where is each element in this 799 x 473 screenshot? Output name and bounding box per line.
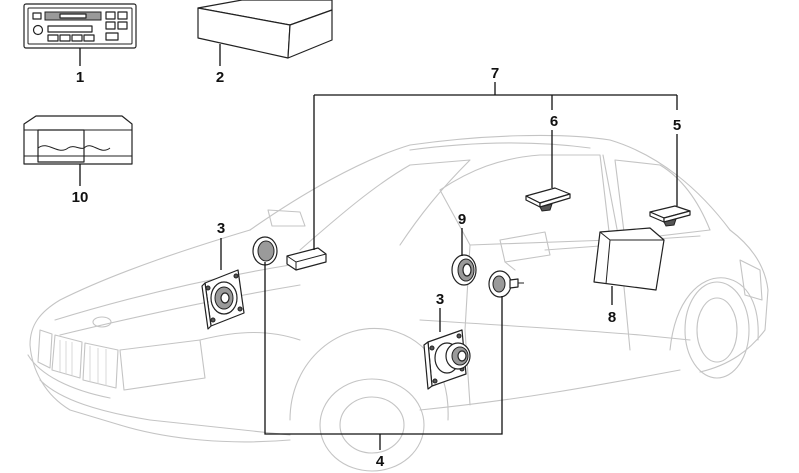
- tweeter-grille-left: [252, 236, 278, 266]
- callout-6: 6: [550, 113, 558, 130]
- rear-shelf-speaker-center: [525, 187, 571, 212]
- callout-3-left: 3: [217, 220, 225, 237]
- callout-numbers: 1 2 3 3 4 5 6 7 8 9 10: [72, 65, 682, 470]
- amplifier-box: [197, 0, 333, 59]
- square-speaker-door: [423, 329, 471, 390]
- callout-4: 4: [376, 453, 385, 470]
- callout-2: 2: [216, 69, 224, 86]
- dash-speaker-box: [286, 247, 327, 271]
- rear-shelf-speaker-right: [649, 205, 691, 227]
- callout-3-door: 3: [436, 291, 444, 308]
- tweeter-with-connector: [488, 270, 524, 298]
- tweeter-ring: [451, 254, 477, 286]
- square-speaker-left: [201, 269, 245, 330]
- door-panel-cover: [593, 227, 665, 291]
- radio-head-unit: [23, 3, 137, 49]
- callout-9: 9: [458, 211, 466, 228]
- leader-lines: [79, 44, 678, 450]
- callout-1: 1: [76, 69, 84, 86]
- callout-8: 8: [608, 309, 616, 326]
- callout-10: 10: [72, 189, 89, 206]
- callout-5: 5: [673, 117, 681, 134]
- control-module-box: [23, 115, 133, 165]
- car-outline: [27, 134, 769, 472]
- callout-7: 7: [491, 65, 499, 82]
